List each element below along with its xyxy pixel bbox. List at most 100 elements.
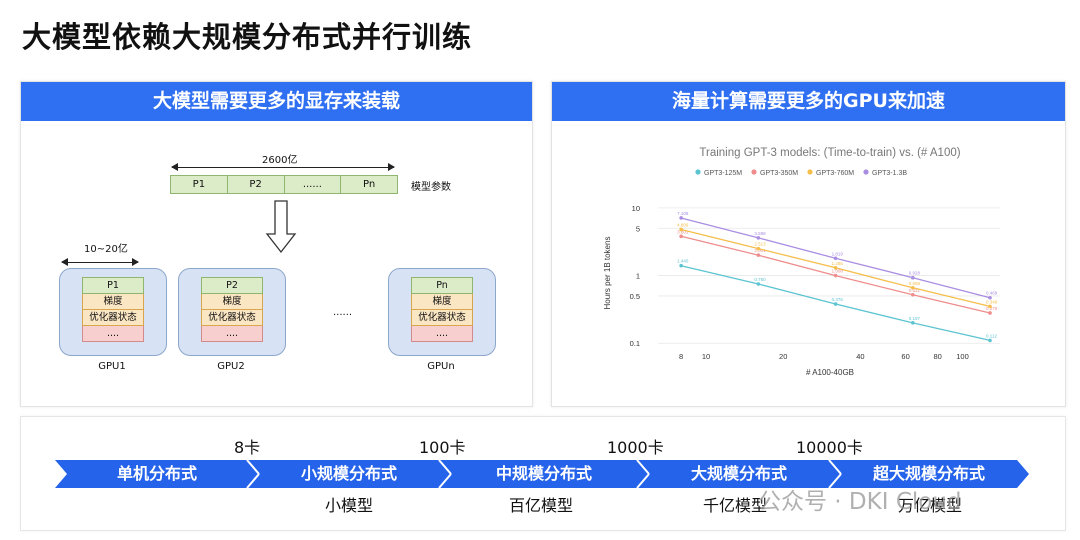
model-params-bar: P1 P2 ...... Pn	[170, 175, 398, 194]
watermark: 公众号 · DKI Cloud	[758, 489, 962, 515]
gpu-count-label: 1000卡	[607, 438, 664, 457]
data-point	[988, 295, 992, 300]
data-label: 0.279	[986, 306, 998, 311]
legend-label: GPT3-350M	[760, 170, 798, 177]
data-label: 0.521	[909, 288, 921, 293]
stage-divider	[438, 459, 452, 475]
gpu-grad-block: 梯度	[82, 294, 144, 310]
y-tick-label: 1	[636, 272, 640, 281]
gpu-param-block: P2	[201, 277, 263, 294]
down-arrow-icon	[265, 200, 297, 254]
data-label: 0.197	[909, 316, 921, 321]
gpu-param-block: P1	[82, 277, 144, 294]
gpu-count-label: 100卡	[419, 438, 466, 457]
data-label: 0.112	[986, 333, 997, 338]
data-point	[679, 227, 683, 232]
gpu-memory-stack: P2 梯度 优化器状态 ....	[201, 277, 263, 342]
gpu-memory-stack: Pn 梯度 优化器状态 ....	[411, 277, 473, 342]
model-size-label: 小模型	[325, 496, 374, 515]
stage-divider	[828, 473, 842, 489]
data-point	[910, 292, 915, 297]
legend-marker	[751, 169, 757, 175]
data-point	[756, 246, 761, 251]
model-size-label: 千亿模型	[703, 496, 768, 515]
data-label: 1.008	[832, 269, 844, 274]
y-tick-label: 10	[632, 204, 640, 213]
y-tick-label: 0.1	[630, 339, 640, 348]
x-tick-label: 80	[933, 352, 941, 361]
x-tick-label: 10	[702, 352, 710, 361]
gpu-optimizer-block: 优化器状态	[411, 310, 473, 326]
stage-divider	[438, 473, 452, 489]
data-point	[756, 253, 761, 257]
gpu-grad-block: 梯度	[201, 294, 263, 310]
data-label: 4.806	[677, 222, 689, 227]
x-tick-label: 60	[901, 352, 909, 361]
gpu-box: P1 梯度 优化器状态 ....	[59, 268, 167, 356]
data-label: 2.001	[754, 248, 766, 253]
stage-label: 大规模分布式	[690, 464, 787, 483]
gpu-label: GPU1	[98, 361, 126, 372]
x-tick-label: 40	[856, 352, 864, 361]
data-point	[910, 321, 915, 325]
y-tick-label: 5	[636, 224, 640, 233]
total-params-label: 2600亿	[262, 155, 298, 166]
data-point	[679, 216, 683, 220]
y-tick-label: 0.5	[630, 292, 640, 301]
legend-marker	[695, 169, 701, 175]
data-point	[833, 302, 838, 306]
gpu-grad-block: 梯度	[411, 294, 473, 310]
legend-label: GPT3-1.3B	[872, 170, 907, 177]
data-point	[988, 338, 992, 343]
stage-divider	[636, 459, 650, 475]
data-point	[988, 311, 992, 315]
stage-divider	[246, 459, 260, 475]
data-point	[679, 234, 683, 239]
stage-label: 小规模分布式	[300, 464, 397, 483]
stage-chevron	[247, 460, 451, 488]
stage-chevron	[55, 460, 259, 488]
stage-chevron	[439, 460, 649, 488]
data-label: 0.750	[754, 277, 766, 282]
stage-label: 中规模分布式	[495, 464, 592, 483]
per-gpu-range-label: 10~20亿	[84, 244, 128, 255]
stage-divider	[828, 459, 842, 475]
gpu-label: GPUn	[427, 361, 455, 372]
stage-divider	[636, 473, 650, 489]
data-label: 0.376	[832, 297, 844, 302]
data-label: 0.469	[986, 291, 998, 296]
data-label: 3.598	[754, 231, 766, 236]
data-point	[910, 275, 915, 280]
legend-marker	[863, 169, 869, 175]
x-tick-label: 100	[956, 352, 969, 361]
data-label: 0.658	[909, 281, 921, 286]
legend-label: GPT3-760M	[816, 170, 854, 177]
param-cell: ......	[285, 176, 342, 193]
data-point	[910, 285, 915, 290]
data-point	[833, 256, 838, 261]
stage-divider	[246, 473, 260, 489]
gpu-ellipsis: ......	[333, 307, 353, 318]
page-title: 大模型依赖大规模分布式并行训练	[22, 20, 473, 54]
data-label: 1.286	[832, 261, 844, 266]
legend-label: GPT3-125M	[704, 170, 742, 177]
model-size-label: 百亿模型	[509, 496, 574, 515]
param-cell: Pn	[363, 179, 376, 190]
training-time-chart: Training GPT-3 models: (Time-to-train) v…	[603, 147, 1000, 377]
chart-title: Training GPT-3 models: (Time-to-train) v…	[699, 147, 960, 159]
gpu-count-label: 8卡	[234, 438, 261, 457]
data-point	[833, 273, 838, 278]
gpu-other-block: ....	[201, 326, 263, 342]
stage-label: 超大规模分布式	[872, 464, 985, 483]
gpu-other-block: ....	[411, 326, 473, 342]
gpu-count-label: 10000卡	[796, 438, 863, 457]
data-point	[756, 236, 761, 240]
y-axis-label: Hours per 1B tokens	[603, 237, 612, 310]
per-gpu-arrow	[61, 258, 139, 266]
gpu-memory-stack: P1 梯度 优化器状态 ....	[82, 277, 144, 342]
data-point	[988, 304, 992, 309]
memory-panel-header: 大模型需要更多的显存来装载	[21, 82, 532, 121]
gpu-box: Pn 梯度 优化器状态 ....	[388, 268, 496, 356]
x-tick-label: 20	[779, 352, 787, 361]
data-label: 0.928	[909, 271, 921, 276]
